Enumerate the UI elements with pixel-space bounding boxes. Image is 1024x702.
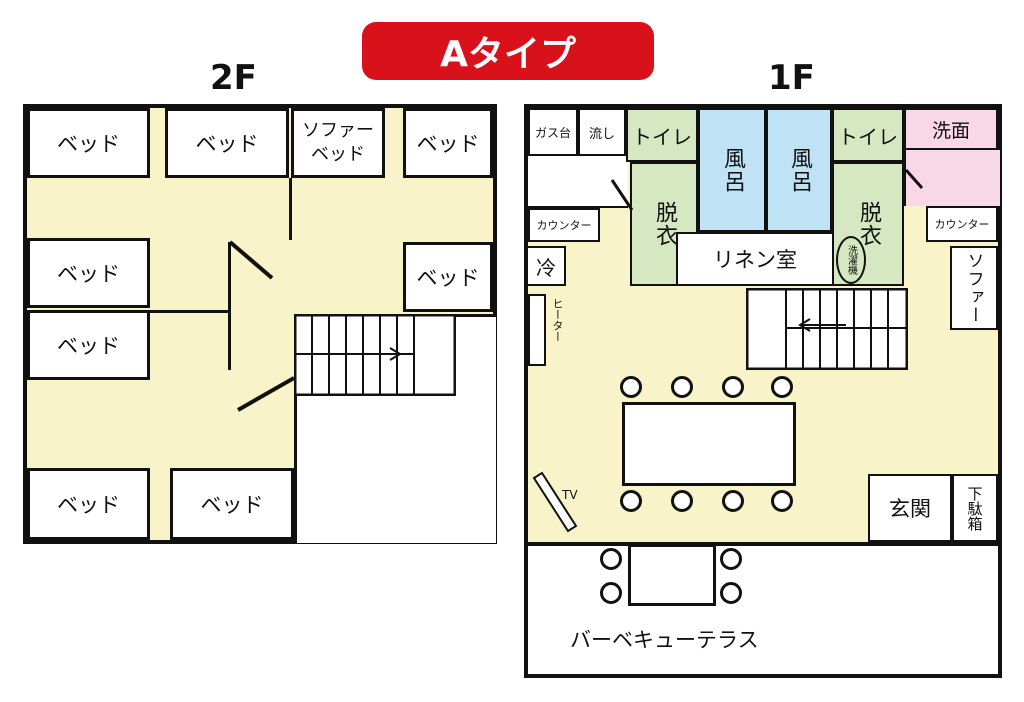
heater: [528, 294, 546, 366]
chair: [722, 376, 744, 398]
tv: [532, 471, 578, 533]
bbq-chair: [720, 548, 742, 570]
chair: [771, 490, 793, 512]
first-floor-label: 1F: [768, 58, 815, 98]
wall: [289, 178, 292, 240]
counter-left: カウンター: [528, 208, 600, 242]
bed-1: ベッド: [27, 108, 150, 178]
counter-right: カウンター: [926, 206, 998, 242]
bbq-chair: [600, 548, 622, 570]
bed-7: ベッド: [27, 468, 150, 540]
heater-label: ヒーター: [551, 298, 564, 342]
chair: [620, 376, 642, 398]
washroom: 洗面: [904, 108, 998, 150]
second-floor-label: 2F: [210, 58, 257, 98]
bed-6: ベッド: [403, 242, 493, 312]
toilet-right: トイレ: [832, 108, 904, 162]
linen-room: リネン室: [676, 232, 834, 286]
washing-machine: 洗濯機: [836, 236, 866, 284]
bed-4: ベッド: [27, 238, 150, 308]
washing-machine-label: 洗濯機: [845, 245, 857, 275]
bed-3: ベッド: [403, 108, 493, 178]
washroom-area: [904, 150, 1000, 206]
bed-8: ベッド: [170, 468, 294, 540]
bath-right: 風呂: [766, 108, 832, 232]
bbq-chair: [720, 582, 742, 604]
sofa: ソファー: [950, 246, 998, 330]
bed-5: ベッド: [27, 310, 150, 380]
chair: [671, 376, 693, 398]
second-floor-stairs: [294, 314, 456, 396]
chair: [722, 490, 744, 512]
gas-stove: ガス台: [528, 108, 578, 156]
bath-left: 風呂: [698, 108, 766, 232]
fridge: 冷: [526, 246, 566, 286]
bbq-table: [628, 544, 716, 606]
chair: [771, 376, 793, 398]
bbq-chair: [600, 582, 622, 604]
floor-plan-type-badge: Aタイプ: [362, 22, 654, 80]
wall: [150, 310, 230, 313]
chair: [671, 490, 693, 512]
entrance: 玄関: [868, 474, 952, 542]
tv-label: TV: [562, 488, 578, 502]
sofa-bed: ソファー ベッド: [291, 108, 385, 178]
wall: [228, 242, 231, 370]
sink: 流し: [578, 108, 626, 156]
first-floor-stairs: [746, 288, 908, 370]
toilet-left: トイレ: [626, 108, 698, 162]
bbq-terrace-label: バーベキューテラス: [570, 628, 759, 652]
kitchen-area: [528, 156, 628, 208]
bed-2: ベッド: [165, 108, 289, 178]
chair: [620, 490, 642, 512]
dining-table: [622, 402, 796, 486]
bbq-terrace: [524, 542, 1002, 678]
shoe-box: 下駄箱: [952, 474, 998, 542]
type-title: Aタイプ: [440, 34, 576, 75]
